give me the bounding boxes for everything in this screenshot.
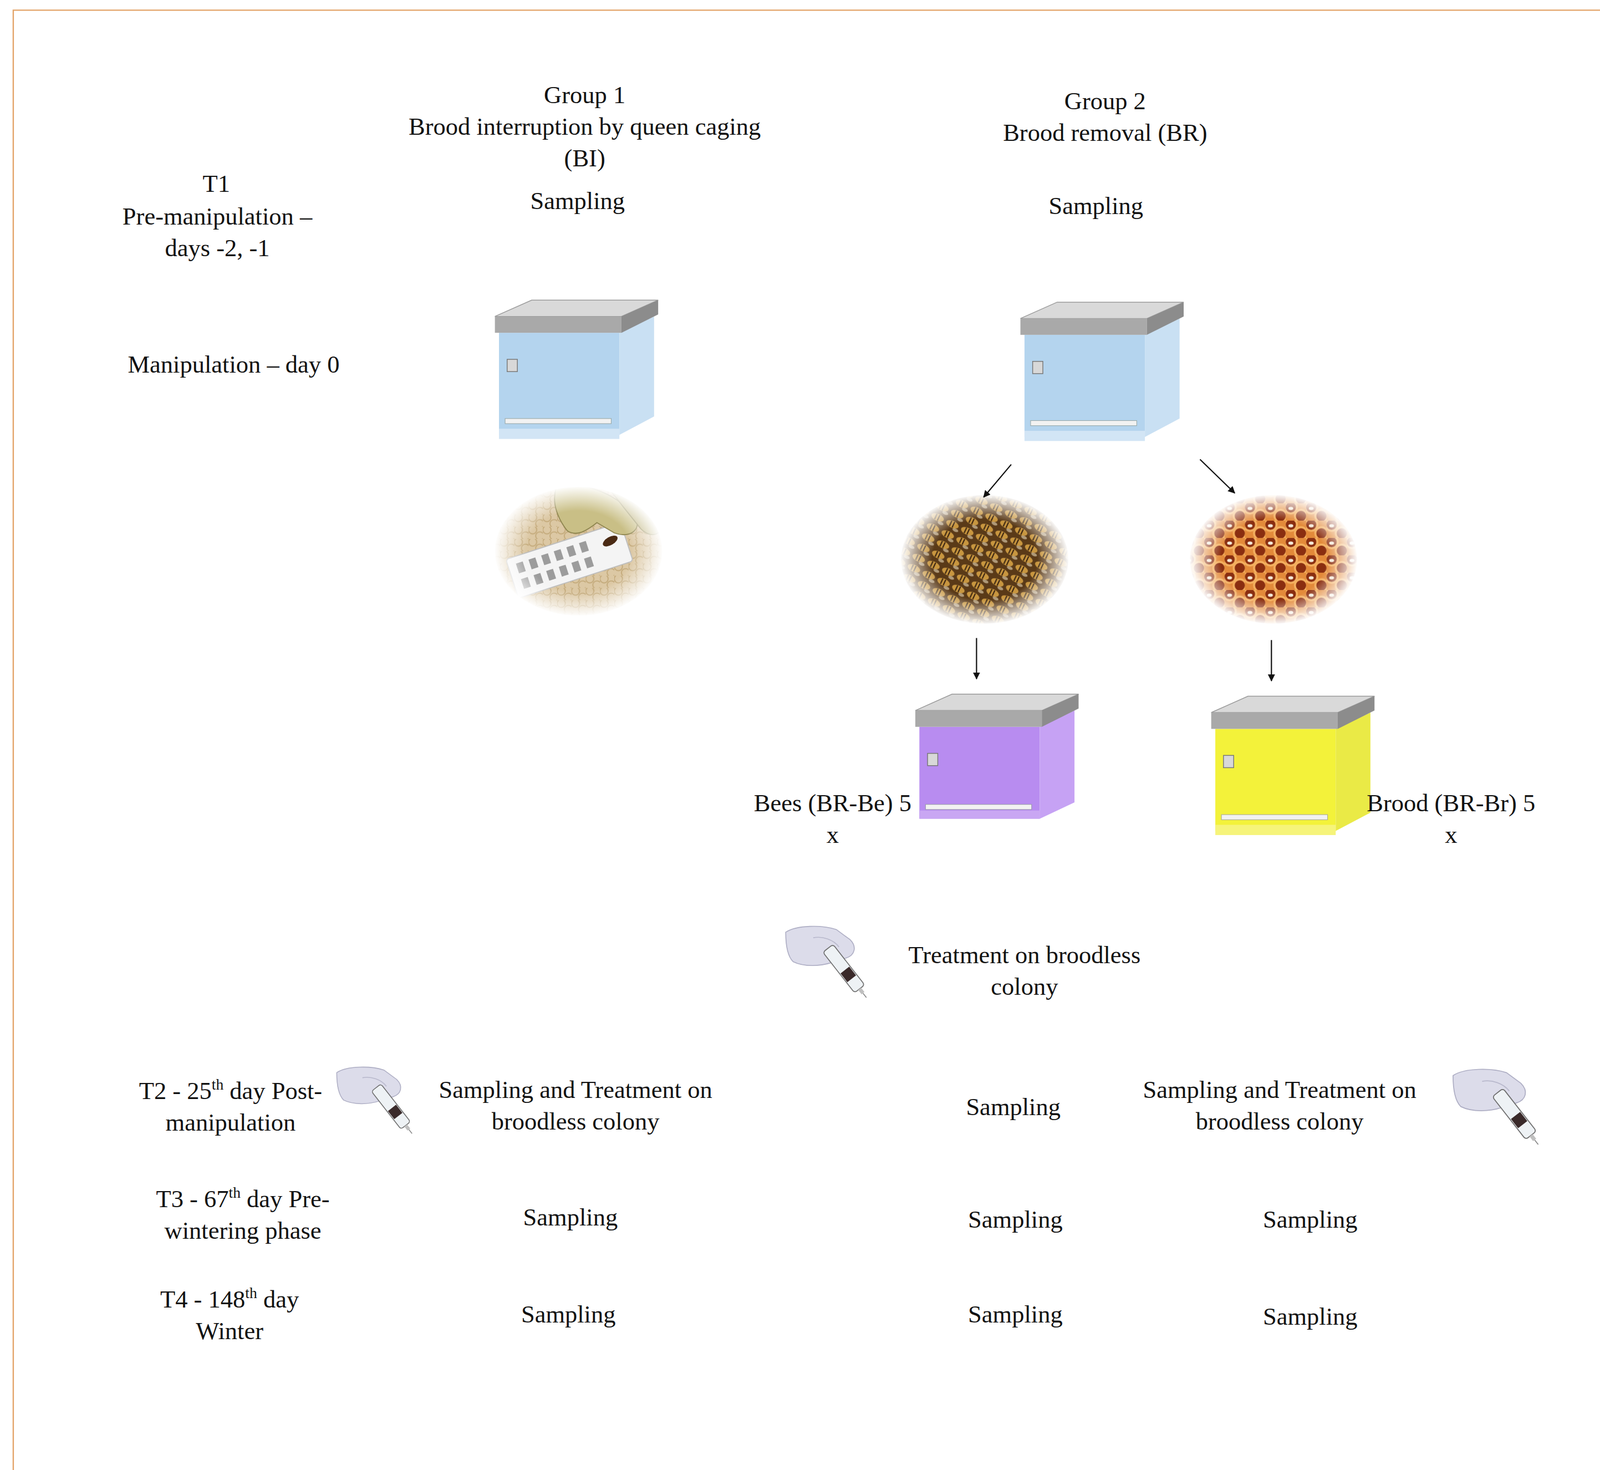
step-label: Sampling: [1262, 1203, 1358, 1236]
step-label: Sampling: [967, 1298, 1063, 1331]
group-description: Brood removal (BR): [1002, 116, 1207, 149]
time-point: Manipulation – day 0: [128, 348, 340, 381]
step-label: Sampling: [530, 185, 625, 217]
step-label: Sampling and Treatment on broodless colo…: [1142, 1073, 1418, 1138]
step-label: Sampling: [521, 1298, 616, 1331]
syringe-icon: [336, 1066, 417, 1138]
bees-photo: [898, 490, 1072, 634]
group-heading: Group 1: [543, 79, 626, 111]
syringe-icon: [785, 926, 872, 1002]
step-label: Sampling: [1262, 1300, 1358, 1333]
syringe-icon: [1453, 1068, 1544, 1149]
time-description: Pre-manipulation – days -2, -1: [109, 200, 326, 264]
queen-cage-photo: [489, 479, 674, 623]
step-label: Sampling: [967, 1203, 1063, 1236]
group-heading: Group 2: [1064, 85, 1146, 117]
hive-label: Bees (BR-Be) 5 x: [753, 787, 912, 851]
superscript: th: [228, 1183, 241, 1201]
page-frame: [13, 9, 1600, 1470]
superscript: th: [245, 1283, 257, 1301]
step-label: Sampling: [1048, 190, 1144, 222]
hive-label: Brood (BR-Br) 5 x: [1366, 787, 1537, 851]
brood-photo: [1183, 490, 1364, 634]
time-point: T3 - 67th day Pre-wintering phase: [130, 1183, 356, 1247]
hive-bi: [495, 299, 659, 439]
superscript: th: [211, 1075, 224, 1093]
time-point: T4 - 148th day Winter: [148, 1283, 312, 1347]
time-point: T1: [202, 167, 230, 200]
hive-brood: [1211, 696, 1375, 835]
hive-br: [1020, 302, 1184, 441]
step-label: Sampling: [965, 1091, 1061, 1123]
step-label: Sampling and Treatment on broodless colo…: [437, 1073, 714, 1138]
step-label: Sampling: [523, 1201, 619, 1233]
hive-bees: [915, 694, 1079, 819]
group-description: Brood interruption by queen caging (BI): [385, 110, 784, 175]
flow-arrows: [976, 459, 1272, 681]
step-label: Treatment on broodless colony: [892, 939, 1158, 1003]
time-point: T2 - 25th day Post-manipulation: [125, 1074, 335, 1139]
